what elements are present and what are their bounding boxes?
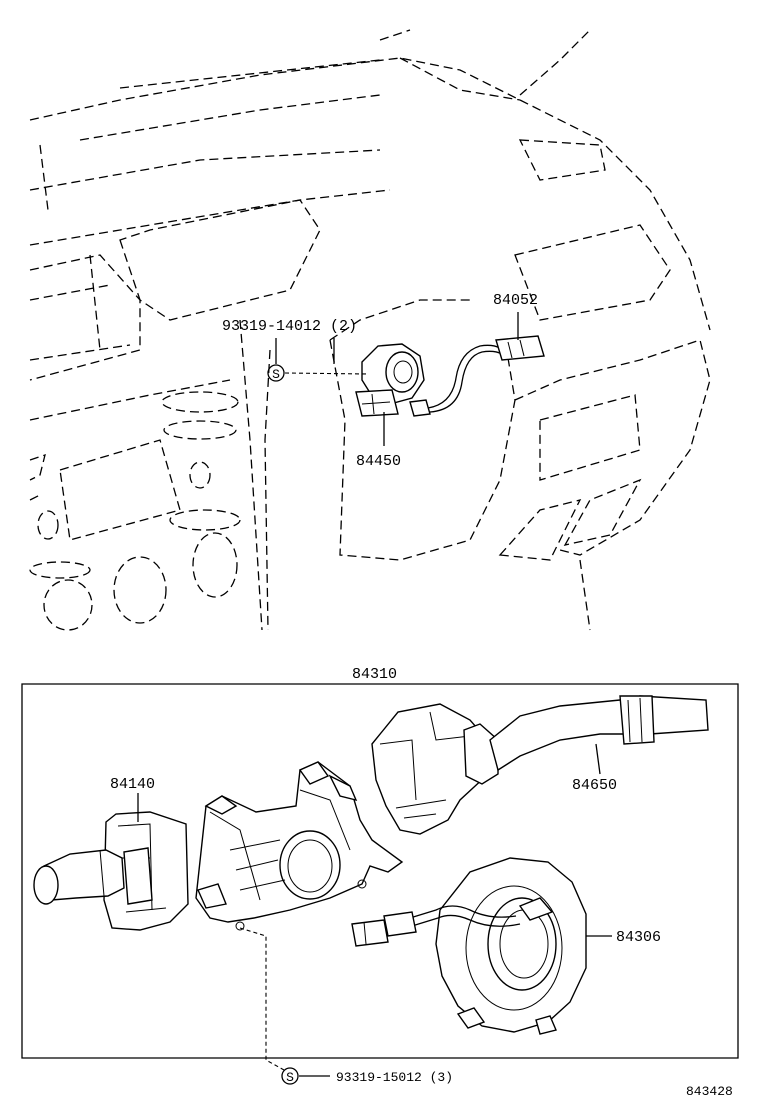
screw-symbol-top: S xyxy=(272,367,280,382)
label-bolt-top: 93319-14012 (2) xyxy=(222,318,357,335)
label-84450: 84450 xyxy=(356,453,401,470)
headlight-switch-84140 xyxy=(33,811,189,931)
harness-84052 xyxy=(427,335,545,413)
switch-body-84310 xyxy=(195,761,404,931)
wiper-switch-84650 xyxy=(371,695,709,835)
bolt-top-group: S xyxy=(267,338,369,382)
label-84052: 84052 xyxy=(493,292,538,309)
label-84310: 84310 xyxy=(352,666,397,683)
leader-84650 xyxy=(595,743,601,775)
screw-symbol-bottom: S xyxy=(286,1070,294,1085)
label-84140: 84140 xyxy=(110,776,155,793)
assembly-bracket xyxy=(21,683,739,1059)
label-84306: 84306 xyxy=(616,929,661,946)
spiral-cable-84306 xyxy=(351,857,587,1035)
diagram-code: 843428 xyxy=(686,1084,733,1099)
label-84650: 84650 xyxy=(572,777,617,794)
dashboard-outline xyxy=(29,29,711,631)
bolt-bottom-group: S xyxy=(239,927,330,1085)
label-bolt-bottom: 93319-15012 (3) xyxy=(336,1070,453,1085)
ignition-switch-84450 xyxy=(355,343,431,417)
